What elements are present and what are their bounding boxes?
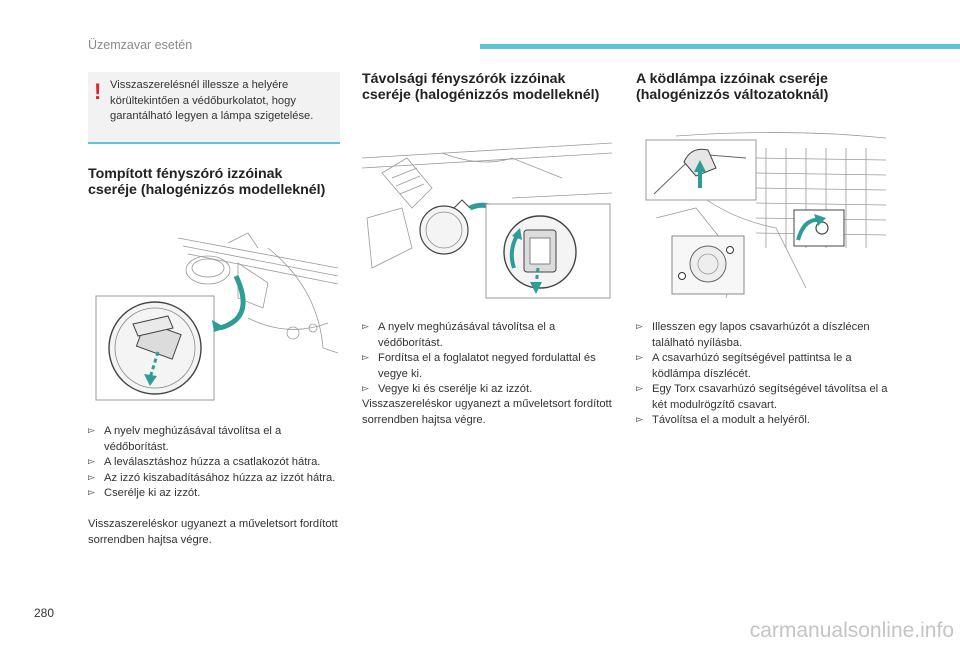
section-title-high-beam: Távolsági fényszórók izzóinak cseréje (h… (362, 71, 600, 103)
warning-box: ! Visszaszerelésnél illessze a helyére k… (88, 72, 340, 144)
low-beam-steps: ▻A nyelv meghúzásával távolítsa el a véd… (88, 424, 340, 502)
list-item: ▻A leválasztáshoz húzza a csatlakozót há… (88, 455, 340, 471)
low-beam-illustration (95, 232, 339, 401)
high-beam-illustration (362, 142, 613, 299)
arrow-right-bullet-icon: ▻ (636, 322, 643, 332)
list-item: ▻Egy Torx csavarhúzó segítségével távolí… (636, 383, 888, 411)
page-number: 280 (34, 606, 55, 620)
section-title-low-beam: Tompított fényszóró izzóinak cseréje (ha… (88, 166, 326, 198)
section-title-fog-lamp: A ködlámpa izzóinak cseréje (halogénizzó… (636, 71, 829, 103)
header-accent-bar (480, 44, 960, 49)
list-item: ▻Vegye ki és cserélje ki az izzót. (362, 382, 614, 398)
arrow-right-bullet-icon: ▻ (362, 384, 369, 394)
low-beam-closing: Visszaszereléskor ugyanezt a műveletsort… (88, 518, 338, 546)
arrow-right-bullet-icon: ▻ (636, 384, 643, 394)
arrow-right-bullet-icon: ▻ (636, 353, 643, 363)
arrow-right-bullet-icon: ▻ (88, 488, 95, 498)
arrow-right-bullet-icon: ▻ (88, 426, 95, 436)
watermark-link[interactable]: carmanualsonline.info (749, 619, 954, 642)
arrow-right-bullet-icon: ▻ (88, 472, 95, 483)
list-item: ▻A csavarhúzó segítségével pattintsa le … (636, 352, 852, 380)
list-item: ▻Távolítsa el a modult a helyéről. (636, 413, 892, 429)
arrow-right-bullet-icon: ▻ (636, 415, 643, 425)
high-beam-closing: Visszaszereléskor ugyanezt a műveletsort… (362, 398, 612, 426)
warning-text: Visszaszerelésnél illessze a helyére kör… (110, 79, 314, 122)
list-item: ▻Illesszen egy lapos csavarhúzót a díszl… (636, 321, 870, 349)
list-item: ▻Cserélje ki az izzót. (88, 486, 340, 502)
list-item: ▻Fordítsa el a foglalatot negyed fordula… (362, 352, 596, 380)
arrow-right-bullet-icon: ▻ (88, 457, 95, 467)
fog-lamp-steps: ▻Illesszen egy lapos csavarhúzót a díszl… (636, 320, 892, 429)
arrow-right-bullet-icon: ▻ (362, 353, 369, 363)
arrow-right-bullet-icon: ▻ (362, 322, 369, 332)
section-header: Üzemzavar esetén (88, 38, 193, 52)
high-beam-steps: ▻A nyelv meghúzásával távolítsa el a véd… (362, 320, 614, 398)
list-item: ▻A nyelv meghúzásával távolítsa el a véd… (362, 321, 556, 349)
list-item: ▻Az izzó kiszabadításához húzza az izzót… (88, 471, 340, 487)
list-item: ▻A nyelv meghúzásával távolítsa el a véd… (88, 425, 282, 453)
fog-lamp-illustration (645, 132, 887, 299)
exclamation-icon: ! (94, 79, 102, 104)
